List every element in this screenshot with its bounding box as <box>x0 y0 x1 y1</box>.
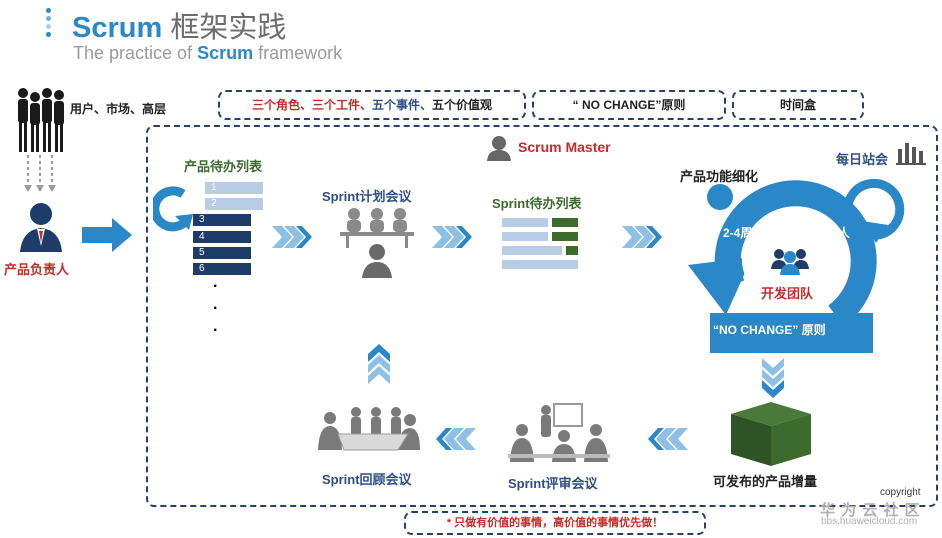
stakeholders-down-arrows <box>24 155 56 192</box>
scrum-master-label: Scrum Master <box>518 139 611 155</box>
backlog-refresh-icon <box>153 186 193 232</box>
chevrons-left-2 <box>436 428 476 450</box>
backlog-dot: · <box>213 322 219 339</box>
chevrons-right-3 <box>622 226 662 248</box>
sprint-duration: 2-4周 <box>723 226 753 240</box>
backlog-item-6: 6 <box>193 263 251 275</box>
watermark-copyright: copyright <box>880 487 921 498</box>
refinement-label: 产品功能细化 <box>680 169 759 184</box>
sprint-backlog-list-icon <box>502 218 578 269</box>
backlog-item-3: 3 <box>193 214 251 226</box>
chevrons-right-1 <box>272 226 312 248</box>
backlog-dot: · <box>213 300 219 317</box>
stakeholders-icon <box>18 88 64 152</box>
increment-label: 可发布的产品增量 <box>713 474 818 489</box>
sprint-backlog-label: Sprint待办列表 <box>492 196 582 211</box>
scrum-master-icon <box>487 136 511 161</box>
dev-team-icon <box>771 249 809 275</box>
product-increment-box-icon <box>731 402 811 466</box>
sprint-review-label: Sprint评审会议 <box>508 476 598 491</box>
stakeholders-label: 用户、市场、高层 <box>70 102 167 116</box>
backlog-dot: · <box>213 278 219 295</box>
chevrons-down <box>762 358 784 398</box>
watermark-brand: 华 为 云 社 区 <box>820 502 921 519</box>
backlog-item-4: 4 <box>193 231 251 243</box>
chevrons-up <box>368 344 390 384</box>
no-change-box: “ NO CHANGE”原则 <box>532 90 726 120</box>
no-change-principle: “NO CHANGE” 原则 <box>713 323 826 337</box>
sprint-review-meeting-icon <box>508 403 610 462</box>
title-en: Scrum <box>72 12 163 44</box>
daily-standup-chart-icon <box>896 143 926 165</box>
daily-standup-label: 每日站会 <box>836 152 889 167</box>
page-subtitle: The practice of Scrum framework <box>73 43 343 63</box>
scrum-process-frame <box>146 125 938 507</box>
watermark-url: bbs.huaweicloud.com <box>821 516 918 527</box>
chevrons-right-2 <box>432 226 472 248</box>
sprint-retrospective-meeting-icon <box>318 407 420 451</box>
backlog-item-2: 2 <box>205 198 263 210</box>
backlog-item-1: 1 <box>205 182 263 194</box>
value-note-box: * 只做有价值的事情，高价值的事情优先做！ <box>404 511 706 535</box>
dev-team-label: 开发团队 <box>761 286 814 301</box>
scrum-elements-box: 三个角色、三个工件、五个事件、五个价值观 <box>218 90 526 120</box>
page-title: Scrum 框架实践 <box>72 4 286 46</box>
timebox-box: 时间盒 <box>732 90 864 120</box>
product-owner-label: 产品负责人 <box>4 262 70 277</box>
chevrons-left-1 <box>648 428 688 450</box>
sprint-cycle-diagram <box>688 178 905 353</box>
sprint-planning-meeting-icon <box>340 208 414 278</box>
title-cn: 框架实践 <box>170 12 287 44</box>
sprint-retrospective-label: Sprint回顾会议 <box>322 472 412 487</box>
team-size: 7±2人 <box>818 226 850 240</box>
product-owner-icon <box>20 203 62 252</box>
header-accent-dots <box>46 8 52 37</box>
owner-to-backlog-arrow <box>82 218 132 252</box>
product-backlog-label: 产品待办列表 <box>184 159 263 174</box>
backlog-item-5: 5 <box>193 247 251 259</box>
sprint-planning-label: Sprint计划会议 <box>322 189 412 204</box>
